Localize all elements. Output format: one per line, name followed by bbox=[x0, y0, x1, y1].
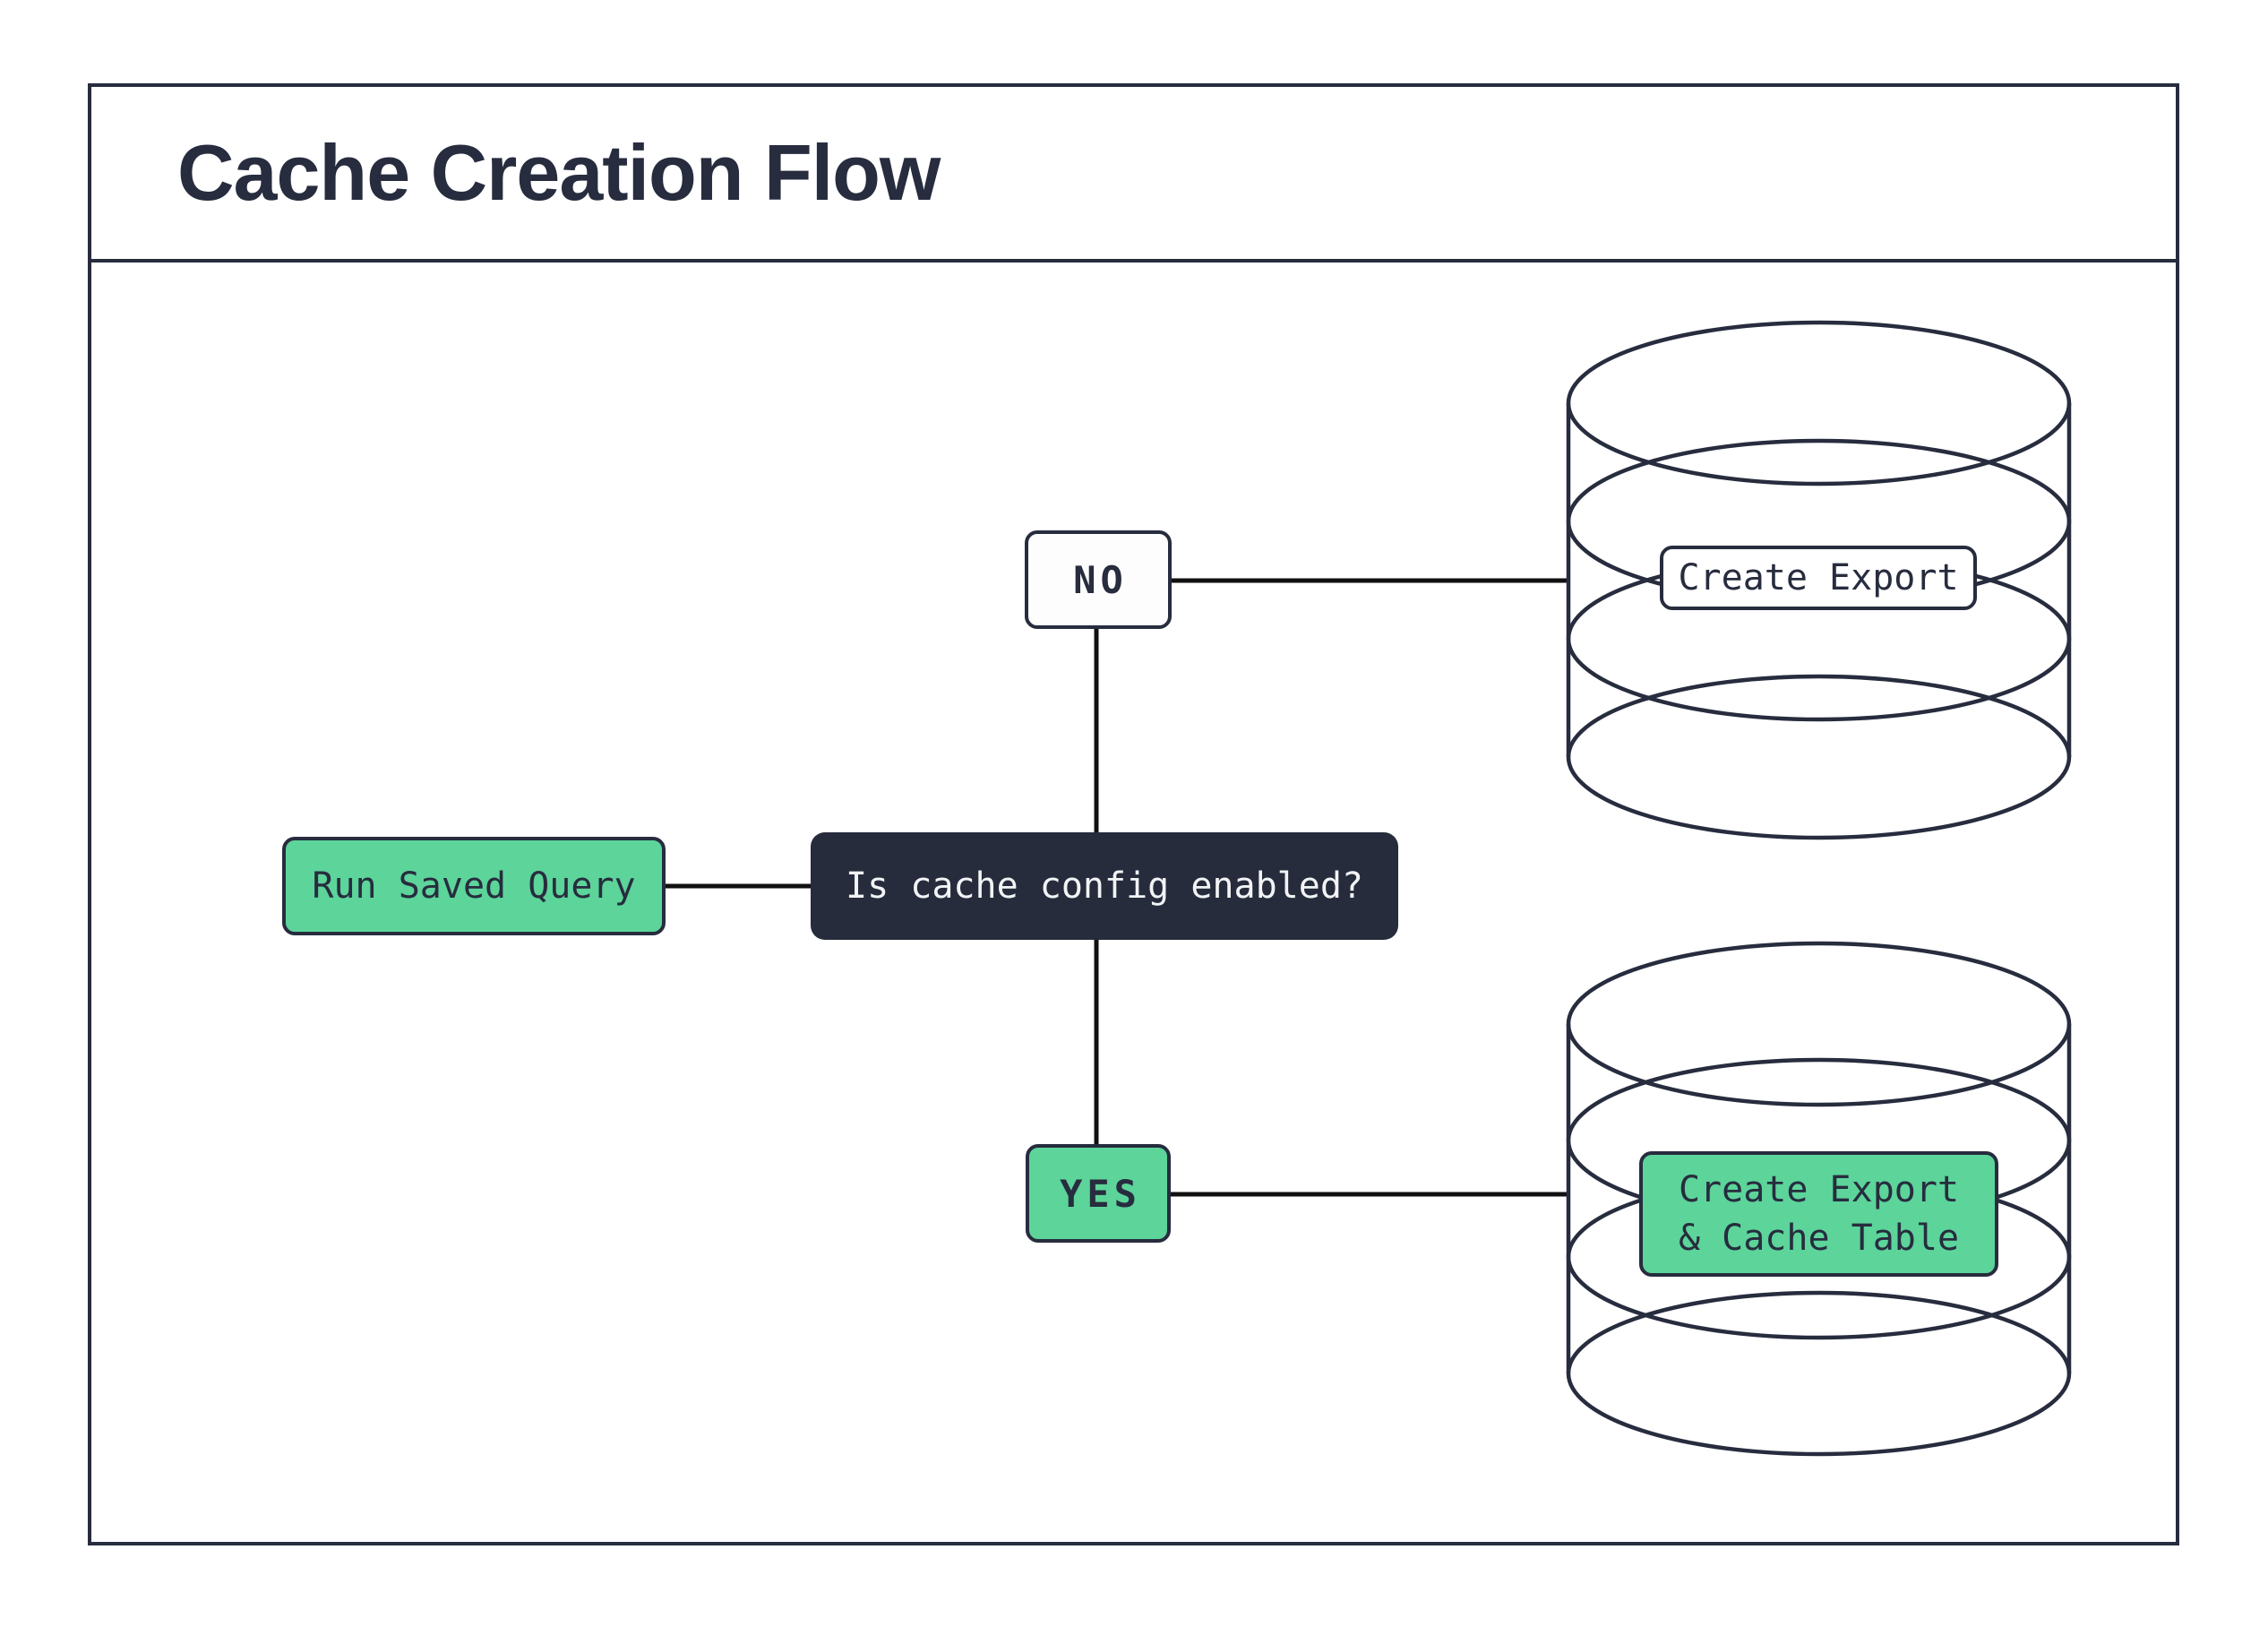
label-create-export-cache-table: Create Export & Cache Table bbox=[1639, 1151, 1998, 1277]
database-icon bbox=[1566, 941, 2072, 1457]
connector-lines bbox=[666, 578, 1570, 1197]
node-branch-no: NO bbox=[1025, 530, 1172, 629]
page-title: Cache Creation Flow bbox=[177, 128, 941, 217]
label-create-export-cache-line2: & Cache Table bbox=[1678, 1218, 1960, 1259]
diagram-header: Cache Creation Flow bbox=[91, 87, 2176, 263]
node-decision-cache-config: Is cache config enabled? bbox=[811, 832, 1398, 940]
label-create-export: Create Export bbox=[1660, 546, 1977, 610]
label-create-export-cache-line1: Create Export bbox=[1678, 1169, 1960, 1210]
database-icon bbox=[1566, 320, 2072, 840]
node-run-saved-query: Run Saved Query bbox=[282, 837, 666, 935]
diagram-frame: Cache Creation Flow bbox=[88, 83, 2179, 1545]
node-branch-yes: YES bbox=[1026, 1144, 1171, 1243]
